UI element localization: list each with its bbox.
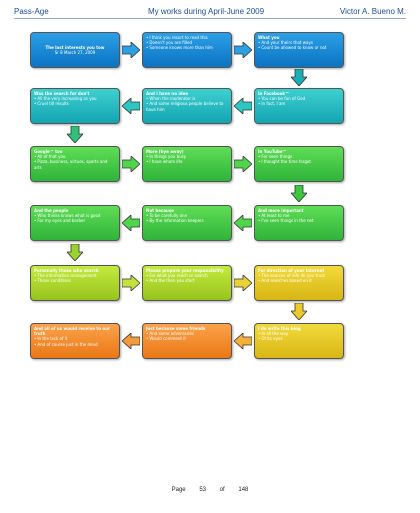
flow-box-item: At least to me <box>258 213 340 218</box>
flow-box-title: And all of us would receive to our truth <box>34 326 110 337</box>
flow-box-r3-1: Google™ too All of that you Pizza, busin… <box>30 146 120 182</box>
arrow-left-icon <box>122 333 140 349</box>
arrow-left-icon <box>234 333 252 349</box>
flow-box-r4-2: Not because To be carefully one By the i… <box>142 205 232 241</box>
flow-box-title: What you <box>258 35 280 40</box>
arrow-left-icon <box>122 98 140 114</box>
flow-box-item: For my eyes and barber <box>34 218 116 223</box>
flow-box-item: Would comment it <box>146 336 228 341</box>
flow-box-item: In things you busy <box>146 154 228 159</box>
flow-box-item: I have whom life <box>146 159 228 164</box>
flow-box-r2-2: And I have no idea When the moderator is… <box>142 88 232 124</box>
flow-box-item: And some religious people believe to hav… <box>146 101 228 111</box>
flow-box-item: And some adversaries <box>146 331 228 336</box>
flow-box-item: Count be allowed to know or not <box>258 45 340 50</box>
flow-box-item: When the moderator is <box>146 96 228 101</box>
flow-box-item: For what you reach or search <box>146 273 228 278</box>
flow-box-r1-1: The last interests you tow Sr 8 March 27… <box>30 32 120 68</box>
arrow-right-icon <box>234 42 252 58</box>
footer-page-total: 148 <box>238 487 249 493</box>
header-left-title: Pass-Age <box>14 7 49 16</box>
footer-page-number: 53 <box>199 487 206 493</box>
arrow-down-icon <box>67 244 83 261</box>
flow-box-item: Those conditions <box>34 278 116 283</box>
flow-box-item: Who thinks knows what is good <box>34 213 116 218</box>
header-author: Victor A. Bueno M. <box>339 7 406 16</box>
page-footer: Page 53 of 148 <box>0 487 420 493</box>
flow-box-title: More (bye away) <box>146 149 184 154</box>
footer-page-label: Page <box>171 487 186 493</box>
flow-box-r1-2: I think you resort to read this Doesn't … <box>142 32 232 68</box>
flow-box-title: The last interests you tow <box>45 44 105 50</box>
flow-box-item: By the information keepers <box>146 218 228 223</box>
flow-box-item: I think you resort to read this <box>146 35 228 40</box>
flow-box-r1-3: What you And your theirs that ways Count… <box>254 32 344 68</box>
flow-box-item: Someone knows more than him <box>146 45 228 50</box>
flow-box-item: Cruel till results <box>34 101 116 106</box>
flow-box-r2-1: Was the search for don't All the very in… <box>30 88 120 124</box>
flow-box-r5-2: Please prepare your responsibility For w… <box>142 265 232 301</box>
flow-box-title: And I have no idea <box>146 91 188 96</box>
flow-box-item: You can be fan of God <box>258 96 340 101</box>
arrow-left-icon <box>122 215 140 231</box>
flow-box-title: For direction of your Internet <box>258 268 325 273</box>
flow-box-item: And searches based on it <box>258 278 340 283</box>
arrow-right-icon <box>122 42 140 58</box>
flow-box-item: I've seen things in the net <box>258 218 340 223</box>
flow-box-item: I thought the time forgot <box>258 159 340 164</box>
header-rule <box>14 18 406 19</box>
flow-box-r6-1: And all of us would receive to our truth… <box>30 323 120 359</box>
flow-box-title: In Facebook™ <box>258 91 290 96</box>
flow-box-r5-1: Personally those who search The informat… <box>30 265 120 301</box>
arrow-down-icon <box>291 69 307 86</box>
flow-box-item: All of that you <box>34 154 116 159</box>
flow-box-r6-2: Just because some friends And some adver… <box>142 323 232 359</box>
flow-box-title: Just because some friends <box>146 326 206 331</box>
flow-box-item: All the very increasing as you <box>34 96 116 101</box>
arrow-right-icon <box>234 156 252 172</box>
arrow-left-icon <box>234 215 252 231</box>
arrow-right-icon <box>234 275 252 291</box>
header-center-title: My works during April-June 2009 <box>148 7 265 16</box>
flow-box-item: Pizza, business, virtues, sports and art… <box>34 159 116 169</box>
flow-box-title: In YouTube™ <box>258 149 287 154</box>
flow-box-r4-1: And the people Who thinks knows what is … <box>30 205 120 241</box>
flow-box-r3-3: In YouTube™ For seen things I thought th… <box>254 146 344 182</box>
flow-box-title: Personally those who search <box>34 268 99 273</box>
flow-box-item: In all the way <box>258 331 340 336</box>
flow-box-title: Was the search for don't <box>34 91 90 96</box>
arrow-down-icon <box>291 303 307 320</box>
flow-box-item: Doesn't you are filled <box>146 40 228 45</box>
arrow-left-icon <box>234 98 252 114</box>
flow-box-item: To be carefully one <box>146 213 228 218</box>
flow-box-r6-3: I do write this blog In all the way Of i… <box>254 323 344 359</box>
flow-box-item: In fact, I am <box>258 101 340 106</box>
flow-box-item: And of course just in the mind <box>34 342 116 347</box>
flow-box-r4-3: And more important At least to me I've s… <box>254 205 344 241</box>
flow-box-r5-3: For direction of your Internet The sourc… <box>254 265 344 301</box>
flow-box-item: For seen things <box>258 154 340 159</box>
flow-box-title: And more important <box>258 208 304 213</box>
flow-box-r2-3: In Facebook™ You can be fan of God In fa… <box>254 88 344 124</box>
arrow-right-icon <box>122 275 140 291</box>
arrow-down-icon <box>291 185 307 202</box>
flow-box-item: And your theirs that ways <box>258 40 340 45</box>
footer-of-label: of <box>219 487 225 493</box>
flow-box-subtitle: Sr 8 March 27, 2009 <box>54 50 96 55</box>
flow-box-title: Please prepare your responsibility <box>146 268 224 273</box>
flow-box-item: The information arrangement <box>34 273 116 278</box>
flow-box-item: Of its eyes <box>258 336 340 341</box>
flow-box-title: Not because <box>146 208 174 213</box>
flow-box-title: I do write this blog <box>258 326 301 331</box>
flow-box-item: In the lack of it <box>34 336 116 341</box>
flow-box-title: Google™ too <box>34 149 63 154</box>
flow-box-item: The sources of info do you trust <box>258 273 340 278</box>
arrow-down-icon <box>67 126 83 143</box>
flow-box-item: And the then you start <box>146 278 228 283</box>
flow-box-title: And the people <box>34 208 69 213</box>
arrow-right-icon <box>122 156 140 172</box>
flow-box-r3-2: More (bye away) In things you busy I hav… <box>142 146 232 182</box>
